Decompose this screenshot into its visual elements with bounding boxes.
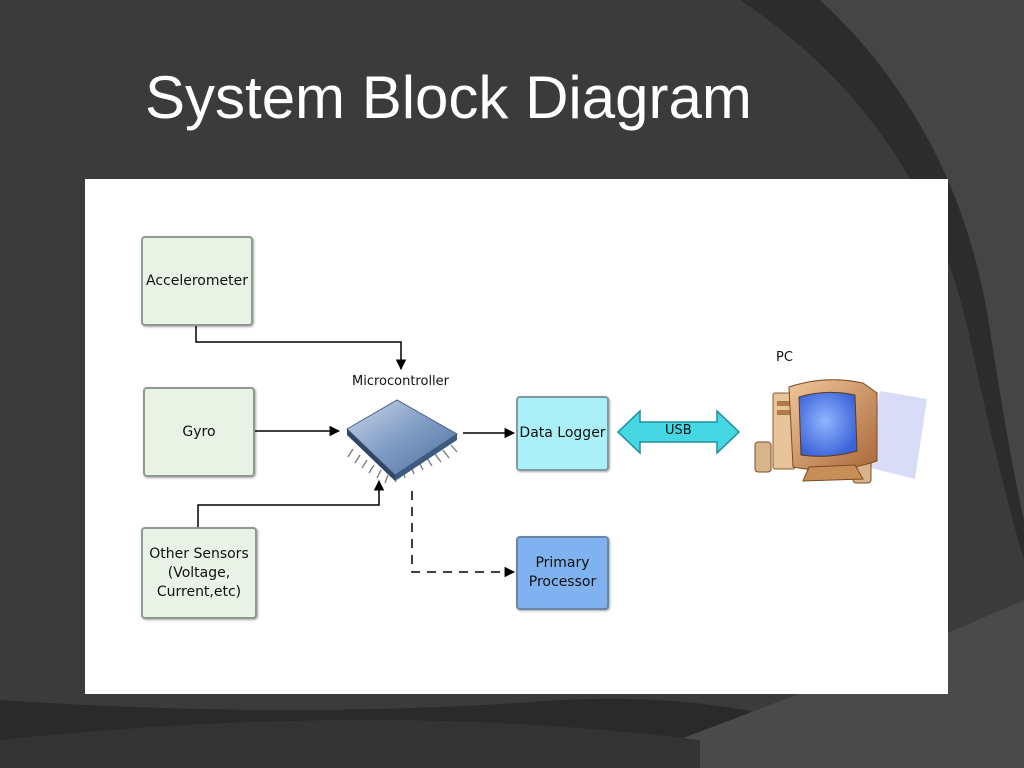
other-sensors-block: Other Sensors (Voltage, Current,etc) [141,527,257,619]
slide-title: System Block Diagram [145,64,752,131]
other-sensors-label: Other Sensors (Voltage, Current,etc) [149,545,249,600]
desktop-computer-icon [754,379,927,484]
microcontroller-label: Microcontroller [352,374,450,389]
accelerometer-label: Accelerometer [146,272,248,289]
diagram-canvas [195,326,927,578]
connector-accelerometer-to-mcu [195,326,407,371]
usb-label: USB [665,423,692,438]
diagram-panel: Accelerometer Gyro Other Sensors (Voltag… [85,179,948,694]
double-headed-arrow-icon [616,409,741,455]
gyro-block: Gyro [143,387,255,477]
pc-label: PC [776,350,793,365]
connector-other-sensors-to-mcu [197,479,385,527]
microcontroller-chip-icon [346,399,458,484]
primary-processor-label: Primary Processor [528,555,597,590]
data-logger-block: Data Logger [516,396,609,471]
data-logger-label: Data Logger [519,425,606,441]
connector-mcu-to-primary-processor [411,491,516,578]
gyro-label: Gyro [182,423,216,440]
primary-processor-block: Primary Processor [516,536,609,610]
accelerometer-block: Accelerometer [141,236,253,326]
